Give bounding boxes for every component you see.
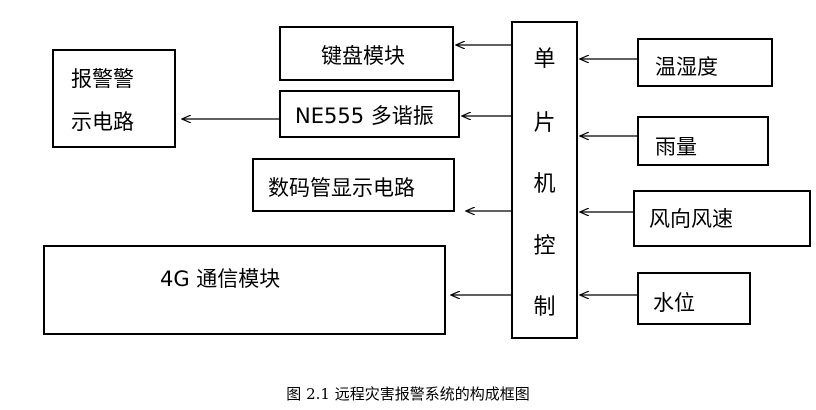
ne555-label: NE555 多谐振 xyxy=(295,104,434,128)
alarm-label-line2: 示电路 xyxy=(71,110,134,134)
mcu-block: 单 片 机 控 制 xyxy=(511,21,578,339)
mcu-char: 制 xyxy=(533,295,556,320)
water-level-block: 水位 xyxy=(637,272,751,325)
display-block: 数码管显示电路 xyxy=(252,158,455,212)
keyboard-block: 键盘模块 xyxy=(279,26,454,81)
rain-label: 雨量 xyxy=(655,135,697,159)
temp-humidity-block: 温湿度 xyxy=(637,38,773,87)
display-label: 数码管显示电路 xyxy=(268,176,415,200)
comm-label: 4G 通信模块 xyxy=(160,267,281,291)
mcu-char: 机 xyxy=(533,172,556,197)
water-level-label: 水位 xyxy=(653,291,695,315)
figure-caption: 图 2.1 远程灾害报警系统的构成框图 xyxy=(286,385,530,403)
alarm-block: 报警警 示电路 xyxy=(52,49,176,148)
comm-block: 4G 通信模块 xyxy=(43,245,446,335)
mcu-char: 控 xyxy=(533,234,556,259)
ne555-block: NE555 多谐振 xyxy=(279,90,460,138)
mcu-char: 片 xyxy=(533,111,556,136)
wind-label: 风向风速 xyxy=(649,207,733,231)
mcu-char: 单 xyxy=(533,47,556,72)
alarm-label-line1: 报警警 xyxy=(71,67,134,91)
rain-block: 雨量 xyxy=(637,116,769,166)
keyboard-label: 键盘模块 xyxy=(321,44,405,68)
wind-block: 风向风速 xyxy=(633,190,811,247)
temp-humidity-label: 温湿度 xyxy=(655,55,718,79)
